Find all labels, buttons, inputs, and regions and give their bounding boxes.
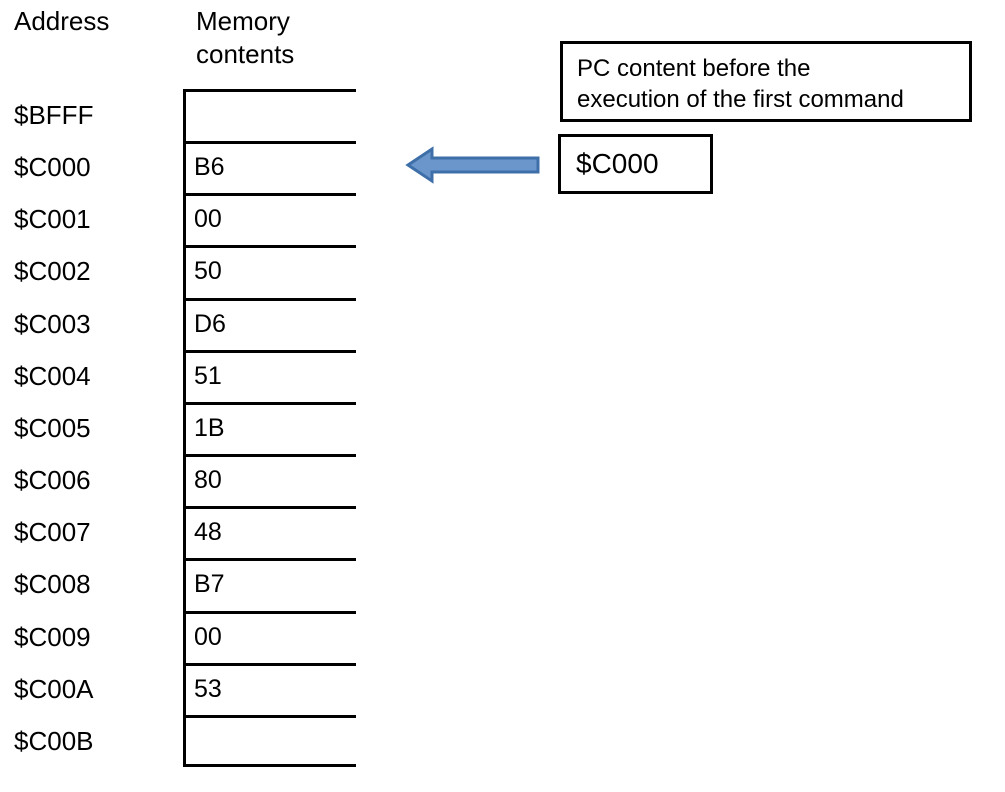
memory-cell-value: 80 [194, 466, 222, 495]
memory-cell: 00 [183, 193, 356, 245]
column-header-address: Address [14, 6, 110, 36]
memory-cell: 80 [183, 454, 356, 506]
address-label: $C001 [14, 204, 91, 235]
address-label: $C004 [14, 360, 91, 391]
address-label: $C006 [14, 465, 91, 496]
memory-cell: B7 [183, 558, 356, 610]
table-left-rule [183, 89, 186, 767]
memory-cell: 1B [183, 401, 356, 454]
memory-cell-value: 53 [194, 674, 222, 703]
memory-cell: 53 [183, 662, 356, 715]
memory-cell-value: 00 [194, 205, 222, 234]
memory-cell-value: 51 [194, 361, 222, 390]
memory-cell-value: 50 [194, 257, 222, 286]
memory-cell: D6 [183, 297, 356, 350]
pc-value-text: $C000 [576, 148, 659, 179]
address-label: $C003 [14, 308, 91, 339]
pc-annotation-text: PC content before the execution of the f… [577, 55, 904, 113]
memory-cell-value: B7 [194, 570, 225, 599]
address-label: $BFFF [14, 100, 94, 130]
address-label: $C002 [14, 256, 91, 287]
memory-cell: 00 [183, 610, 356, 663]
memory-cell-value: 00 [194, 622, 222, 651]
address-label: $C00A [14, 673, 94, 704]
column-header-memory-contents: Memory contents [196, 6, 295, 69]
memory-cell: 48 [183, 506, 356, 558]
memory-cell-value: D6 [194, 309, 226, 338]
left-arrow-icon [405, 144, 541, 186]
address-label: $C009 [14, 621, 91, 652]
address-label: $C000 [14, 152, 91, 183]
address-label: $C005 [14, 412, 91, 443]
pc-annotation-box: PC content before the execution of the f… [560, 41, 972, 122]
memory-cell: 50 [183, 245, 356, 297]
address-label: $C00B [14, 725, 94, 756]
memory-cell-value: 48 [194, 518, 222, 547]
address-column: $BFFF $C000 $C001 $C002 $C003 $C004 $C005 $C006… [0, 89, 180, 767]
memory-cell [183, 89, 356, 141]
pc-value-box: $C000 [558, 134, 713, 194]
memory-cell [183, 714, 356, 767]
memory-cell-value: B6 [194, 153, 225, 182]
address-label: $C007 [14, 517, 91, 548]
memory-cell: 51 [183, 349, 356, 402]
memory-cell: B6 [183, 141, 356, 193]
memory-cell-value: 1B [194, 413, 225, 442]
address-label: $C008 [14, 569, 91, 600]
